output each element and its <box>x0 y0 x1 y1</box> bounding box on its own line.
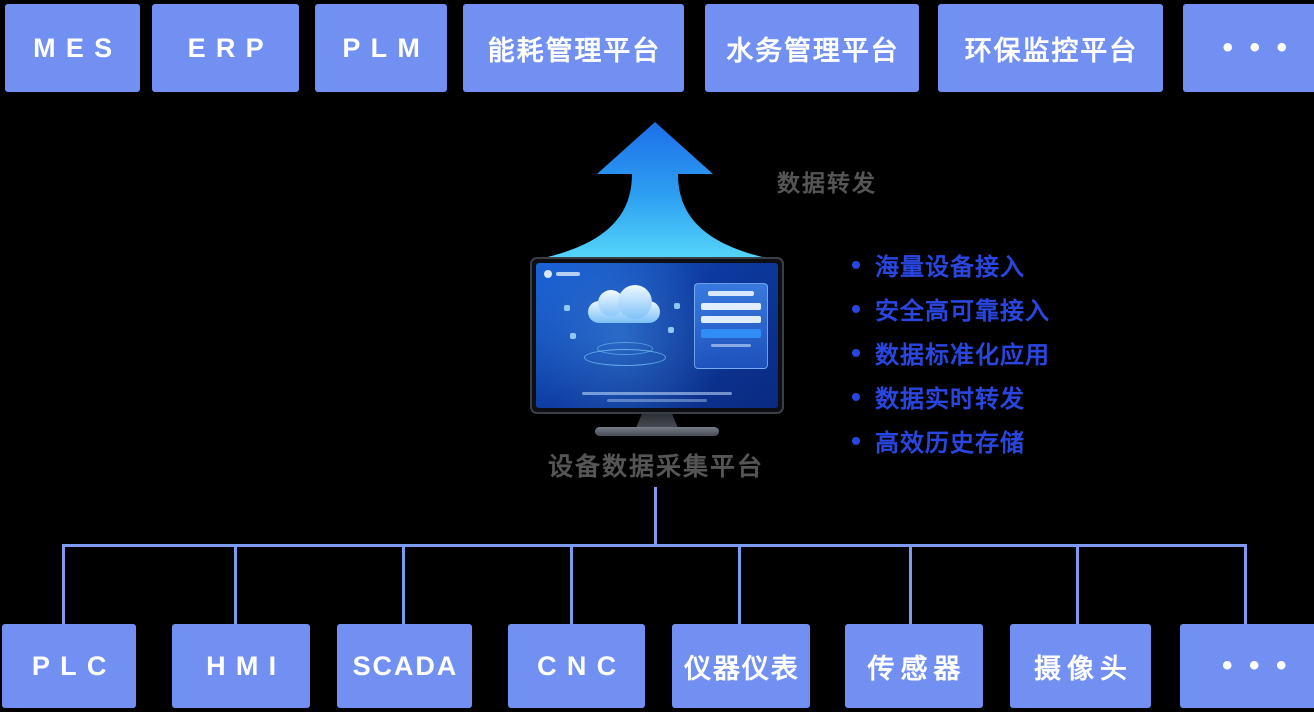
feature-text: 数据实时转发 <box>875 386 1025 413</box>
screen-footer-text-placeholder <box>607 399 707 402</box>
system-node-environment-monitoring: 环保监控平台 <box>938 4 1163 92</box>
connector-drop <box>909 544 912 625</box>
bullet-dot-icon <box>852 260 860 269</box>
connector-drop <box>402 544 405 625</box>
system-node-erp: ERP <box>152 4 300 92</box>
feature-item: 安全高可靠接入 <box>852 296 1050 325</box>
system-node-plm: PLM <box>315 4 448 92</box>
connector-drop <box>62 544 65 625</box>
device-node-instruments: 仪器仪表 <box>672 624 810 708</box>
cloud-icon <box>588 285 660 323</box>
device-node-hmi: HMI <box>172 624 311 708</box>
login-button-placeholder <box>701 329 761 338</box>
device-node-scada: SCADA <box>337 624 472 708</box>
monitor-stand-neck <box>636 414 678 428</box>
feature-text: 高效历史存储 <box>875 430 1025 457</box>
platform-title: 设备数据采集平台 <box>547 453 764 481</box>
device-node-icon <box>668 327 674 333</box>
bullet-dot-icon <box>852 392 860 401</box>
system-node-mes: MES <box>5 4 141 92</box>
system-node-energy-management: 能耗管理平台 <box>463 4 684 92</box>
bullet-dot-icon <box>852 436 860 445</box>
feature-list: 海量设备接入 安全高可靠接入 数据标准化应用 数据实时转发 高效历史存储 <box>852 252 1050 472</box>
platform-glow-ring <box>597 342 653 355</box>
device-node-more-ellipsis: ••• <box>1180 624 1314 708</box>
device-node-icon <box>570 333 576 339</box>
connector-drop <box>1244 544 1247 625</box>
password-field-placeholder <box>701 316 761 323</box>
username-field-placeholder <box>701 303 761 310</box>
screen-footer-text-placeholder <box>582 392 732 395</box>
connector-drop <box>1076 544 1079 625</box>
feature-text: 海量设备接入 <box>875 254 1025 281</box>
screen-logo-icon <box>544 270 552 278</box>
device-node-icon <box>674 303 680 309</box>
data-forwarding-label: 数据转发 <box>777 170 877 196</box>
connector-trunk <box>654 487 657 545</box>
system-node-water-management: 水务管理平台 <box>705 4 919 92</box>
bullet-dot-icon <box>852 348 860 357</box>
device-node-icon <box>564 305 570 311</box>
device-node-plc: PLC <box>2 624 137 708</box>
upload-arrow <box>539 122 771 259</box>
monitor-stand-base <box>595 427 719 436</box>
system-node-more-ellipsis: ••• <box>1183 4 1314 92</box>
monitor <box>530 257 784 414</box>
device-node-cameras: 摄像头 <box>1010 624 1151 708</box>
login-links-placeholder <box>711 344 751 347</box>
login-panel <box>694 283 768 369</box>
feature-item: 海量设备接入 <box>852 252 1050 281</box>
login-title-placeholder <box>708 291 754 296</box>
connector-drop <box>738 544 741 625</box>
feature-text: 安全高可靠接入 <box>875 298 1050 325</box>
feature-item: 数据标准化应用 <box>852 340 1050 369</box>
feature-text: 数据标准化应用 <box>875 342 1050 369</box>
connector-drop <box>570 544 573 625</box>
feature-item: 高效历史存储 <box>852 428 1050 457</box>
screen-logo-text-placeholder <box>556 272 580 276</box>
connector-drop <box>234 544 237 625</box>
platform-login-screen <box>536 263 778 408</box>
device-node-cnc: CNC <box>508 624 646 708</box>
feature-item: 数据实时转发 <box>852 384 1050 413</box>
device-node-sensors: 传感器 <box>845 624 983 708</box>
bullet-dot-icon <box>852 304 860 313</box>
connector-horizontal <box>62 544 1247 547</box>
